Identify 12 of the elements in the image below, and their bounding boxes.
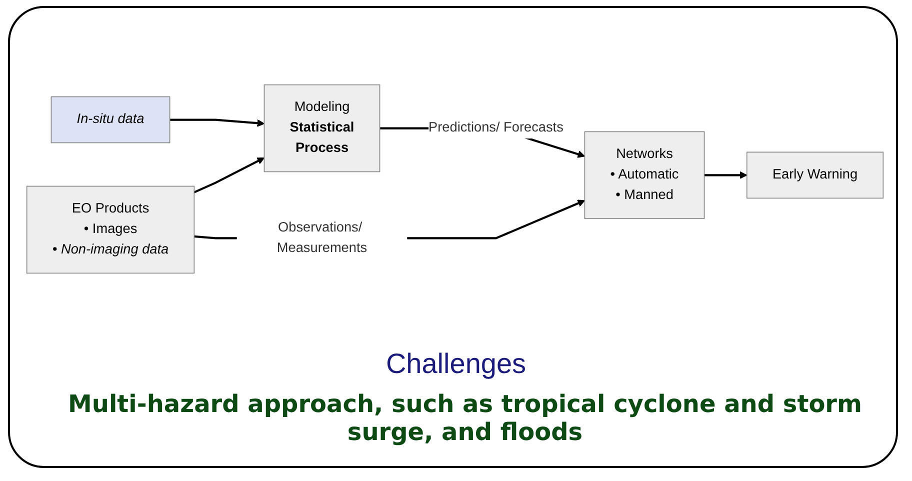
node-box: Modeling Statistical Process [264,84,380,172]
edge-label: Predictions/ Forecasts [428,120,564,136]
section-heading: Challenges [384,348,528,380]
node-box: EO Products • Images • Non-imaging data [26,186,195,274]
arrow [704,171,748,179]
arrow [194,158,265,194]
note-text: Multi-hazard approach, such as tropical cyclone and storm surge, and floods [66,390,864,446]
arrow [170,118,265,127]
node-box: Networks • Automatic • Manned [584,131,705,220]
edge-label: Observations/ Measurements [276,220,368,256]
node-box: Early Warning [746,152,884,199]
node-box: In-situ data [50,96,170,144]
